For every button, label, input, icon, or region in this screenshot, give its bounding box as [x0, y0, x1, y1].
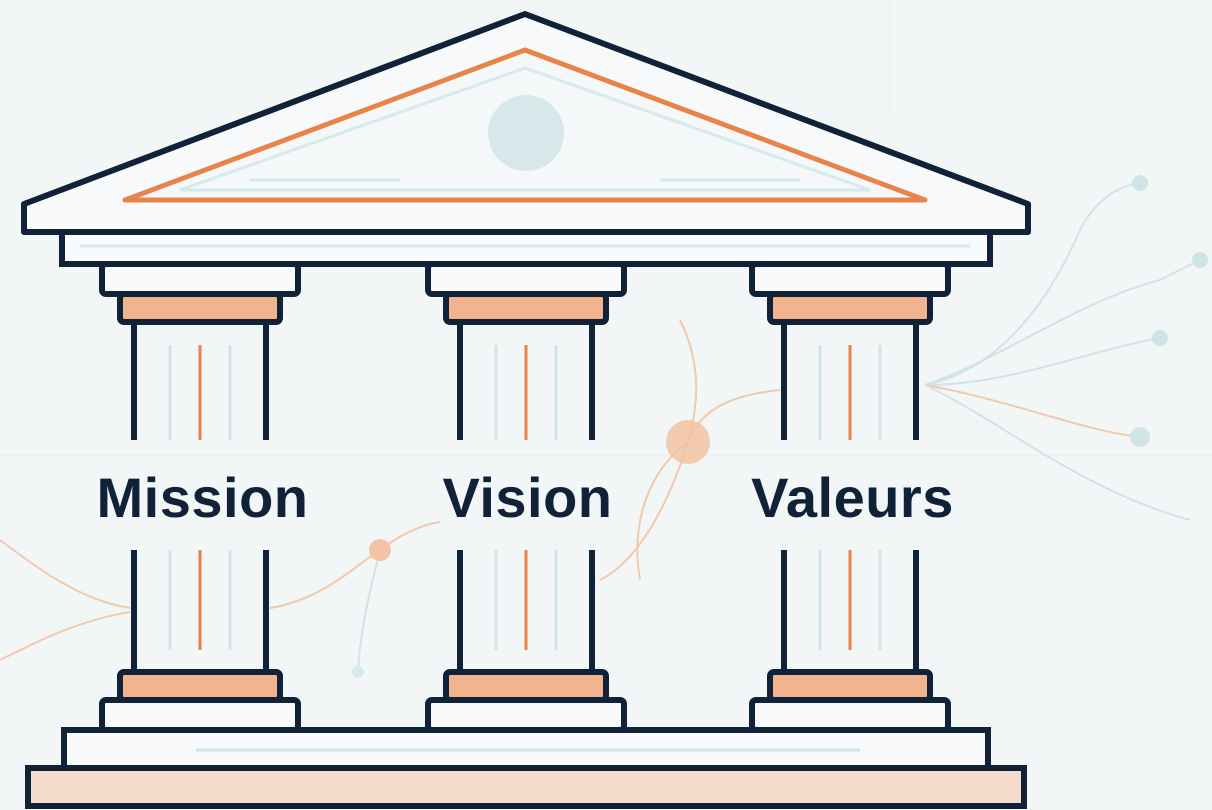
pillar-label-valeurs: Valeurs [751, 465, 954, 529]
network-nodes [352, 175, 1208, 678]
entablature [59, 229, 993, 267]
temple-base [25, 727, 1027, 809]
pillar-label-vision: Vision [442, 465, 613, 529]
pillar-1 [99, 261, 301, 733]
pillar-label-mission: Mission [96, 465, 309, 529]
background-grid [0, 0, 1212, 456]
temple-pediment [21, 11, 1031, 235]
pillar-2 [425, 261, 627, 733]
pillar-3 [749, 261, 951, 733]
